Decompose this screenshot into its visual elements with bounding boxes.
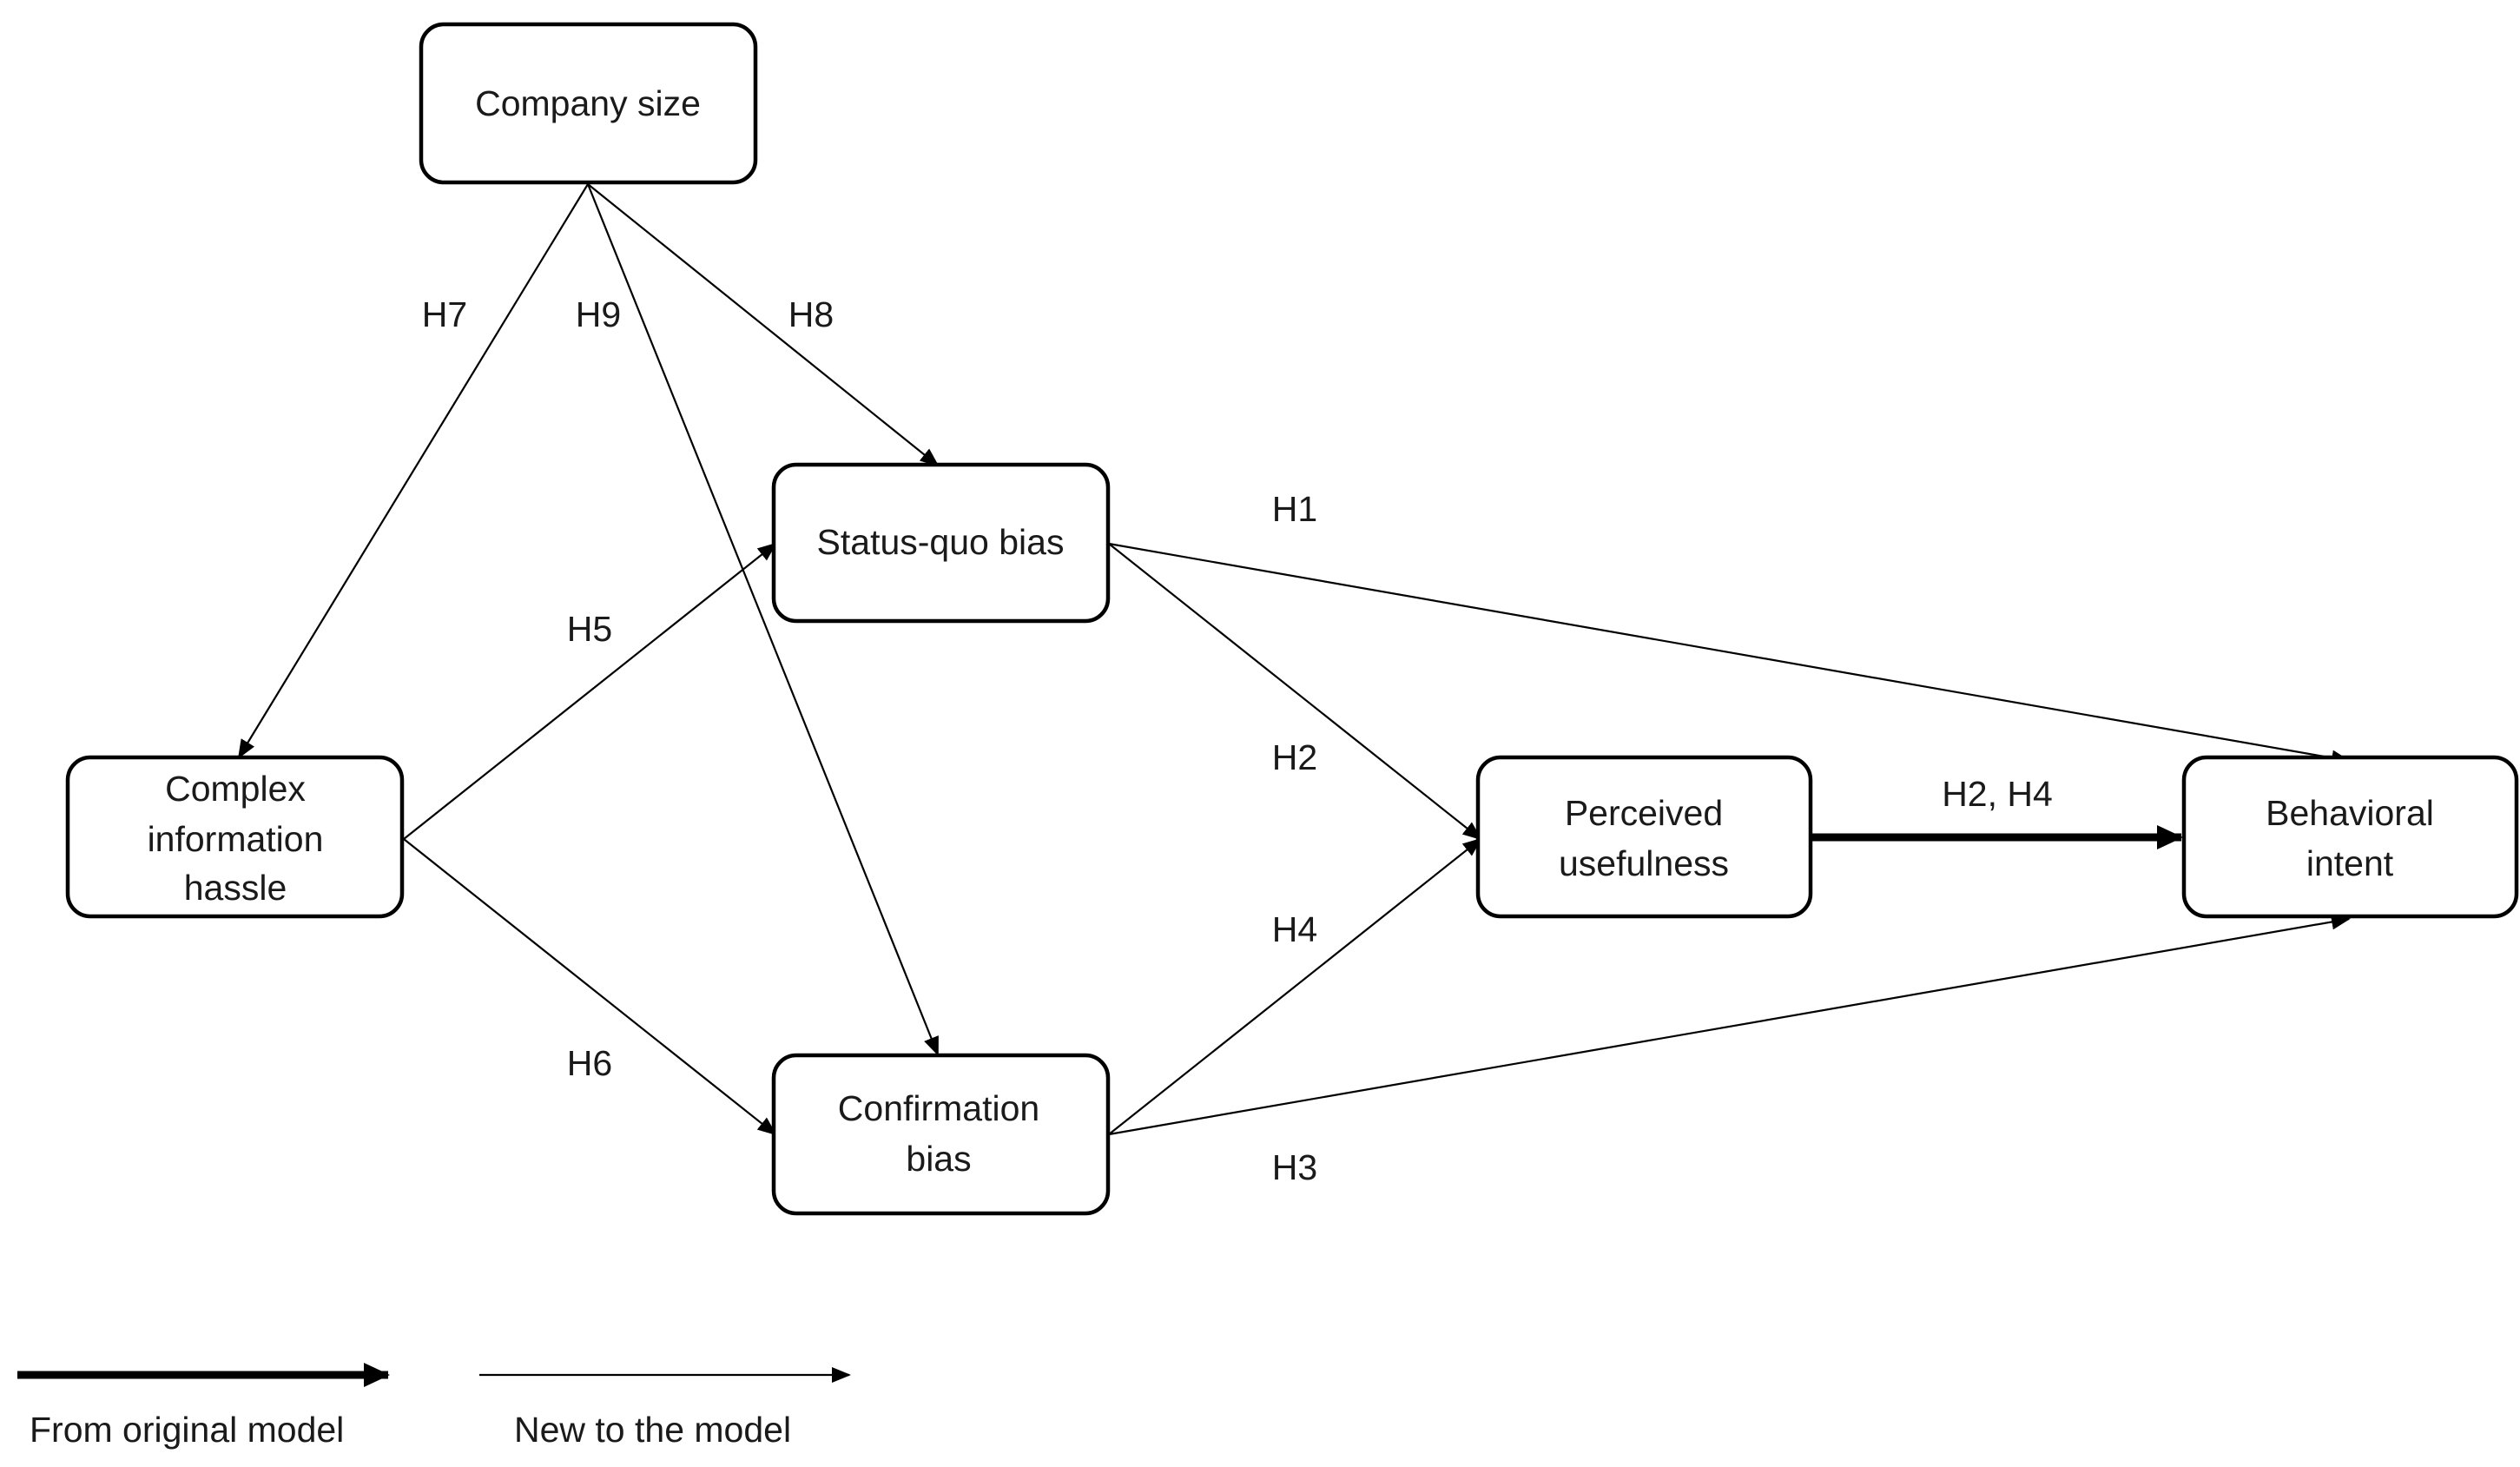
- node-status-quo-bias-label: Status-quo bias: [817, 522, 1065, 562]
- edge-h5-label: H5: [567, 609, 612, 649]
- edges: [237, 183, 2351, 1136]
- node-complex-information-hassle-line2: information: [148, 819, 324, 859]
- node-complex-information-hassle-line1: Complex: [165, 769, 306, 809]
- edge-h6-arrow: [403, 838, 777, 1136]
- node-behavioral-intent-line2: intent: [2306, 843, 2394, 883]
- node-company-size: Company size: [419, 22, 758, 185]
- node-perceived-usefulness: Perceived usefulness: [1475, 755, 1813, 919]
- node-perceived-usefulness-line2: usefulness: [1559, 843, 1729, 883]
- edge-h7-label: H7: [422, 294, 467, 334]
- edge-h2-label: H2: [1272, 737, 1317, 777]
- edge-labels: H7 H9 H8 H1 H5 H2 H2, H4 H4 H6 H3: [422, 294, 2053, 1187]
- edge-h1-arrow: [1108, 542, 2351, 766]
- node-complex-information-hassle-line3: hassle: [184, 868, 287, 908]
- edge-h1-label: H1: [1272, 489, 1317, 529]
- node-company-size-label: Company size: [475, 83, 701, 123]
- edge-h3-label: H3: [1272, 1147, 1317, 1187]
- edge-h8-label: H8: [788, 294, 834, 334]
- node-confirmation-bias: Confirmation bias: [771, 1053, 1111, 1216]
- node-complex-information-hassle: Complex information hassle: [65, 755, 405, 919]
- node-confirmation-bias-line1: Confirmation: [838, 1088, 1039, 1128]
- edge-h8-arrow: [587, 183, 940, 467]
- edge-h4-arrow: [1108, 837, 1482, 1135]
- edge-h6-label: H6: [567, 1043, 612, 1083]
- edge-h3-arrow: [1108, 914, 2351, 1136]
- node-behavioral-intent: Behavioral intent: [2181, 755, 2519, 919]
- legend-original-label: From original model: [30, 1410, 344, 1450]
- legend: From original model New to the model: [17, 1363, 851, 1450]
- edge-h2-arrow: [1108, 543, 1482, 841]
- edge-h5-arrow: [403, 542, 777, 840]
- node-status-quo-bias: Status-quo bias: [771, 462, 1111, 624]
- node-behavioral-intent-line1: Behavioral: [2266, 793, 2434, 833]
- edge-h9-label: H9: [576, 294, 621, 334]
- node-confirmation-bias-line2: bias: [906, 1139, 971, 1179]
- edge-h4-label: H4: [1272, 909, 1317, 949]
- edge-h2-h4-label: H2, H4: [1942, 774, 2053, 814]
- legend-new-label: New to the model: [514, 1410, 791, 1450]
- edge-h9-arrow: [586, 183, 940, 1056]
- node-perceived-usefulness-line1: Perceived: [1565, 793, 1723, 833]
- edge-h7-arrow: [237, 183, 589, 759]
